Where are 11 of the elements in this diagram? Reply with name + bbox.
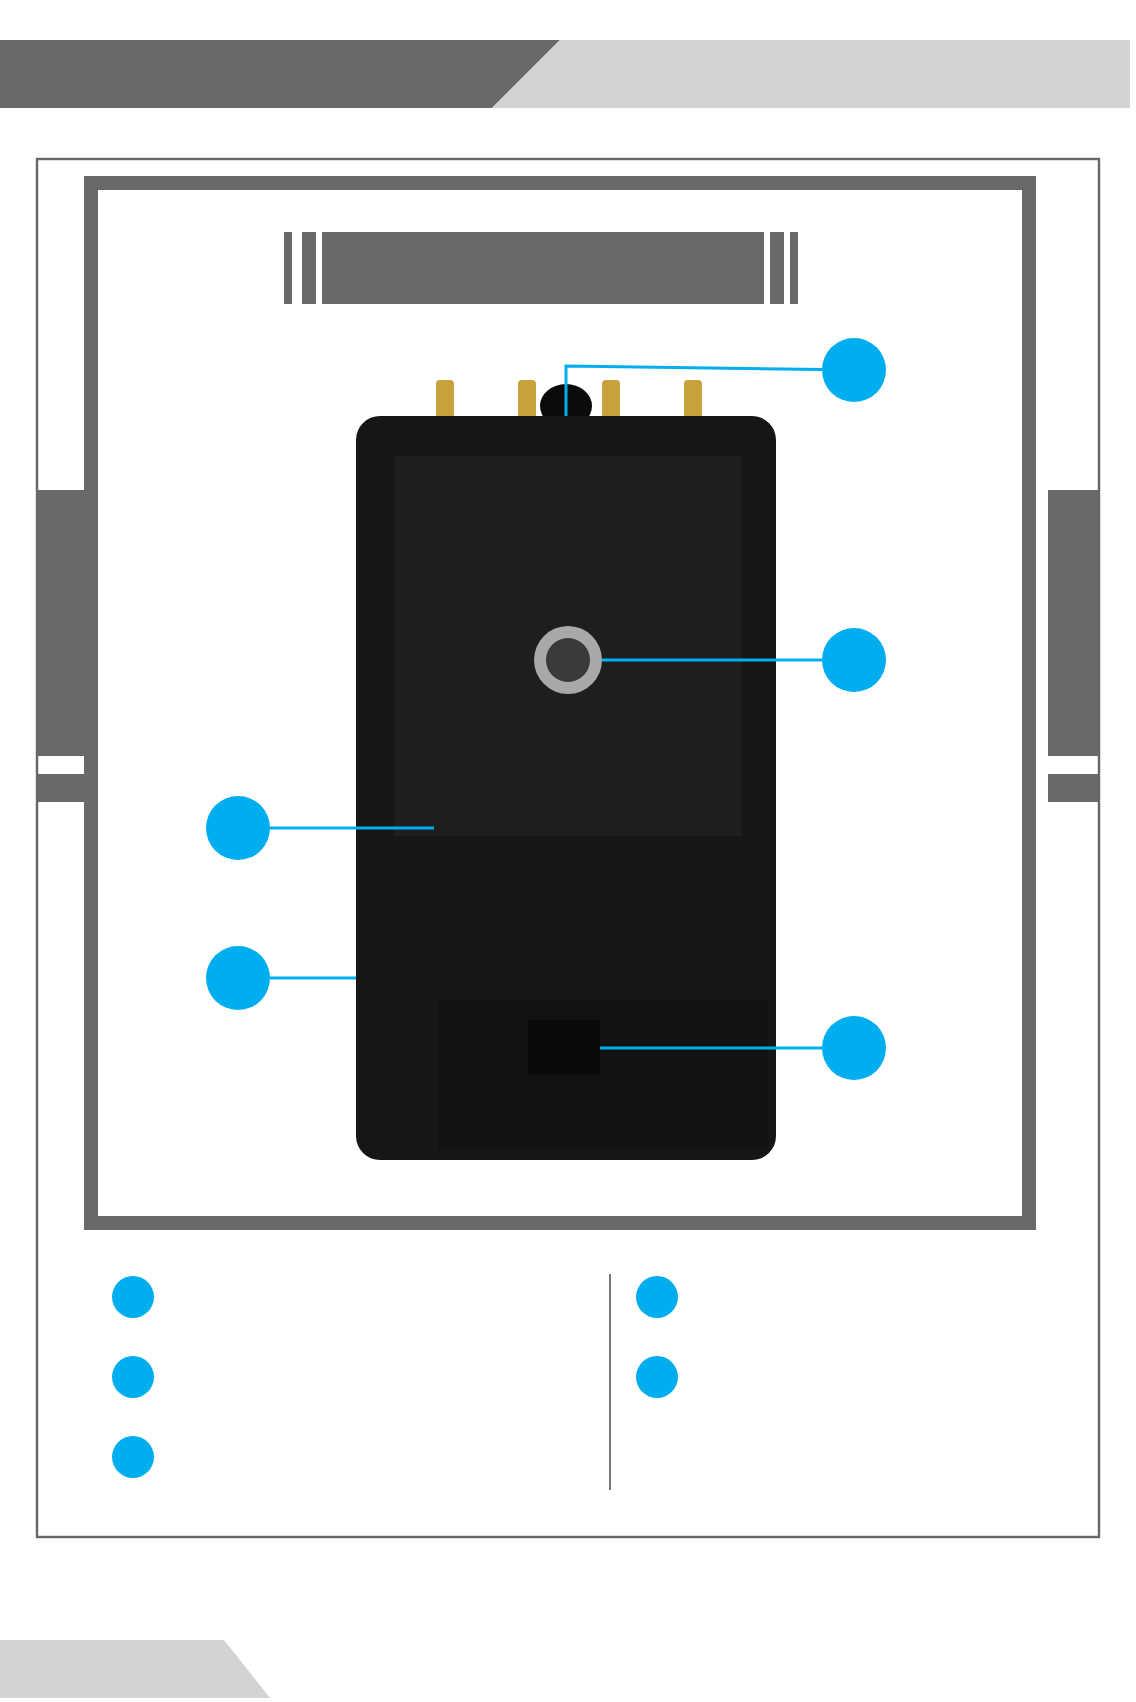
picture xyxy=(356,380,776,1160)
leader-line xyxy=(564,364,823,416)
leader-line xyxy=(600,1046,822,1050)
legend-bullet xyxy=(111,1435,153,1477)
legend-bullet xyxy=(111,1275,153,1317)
legend-bullet xyxy=(635,1275,677,1317)
legend-bullet xyxy=(111,1355,153,1397)
legend-bullet xyxy=(635,1355,677,1397)
leader-line xyxy=(602,658,822,662)
leader-line xyxy=(270,976,356,980)
leader-line xyxy=(270,826,434,830)
